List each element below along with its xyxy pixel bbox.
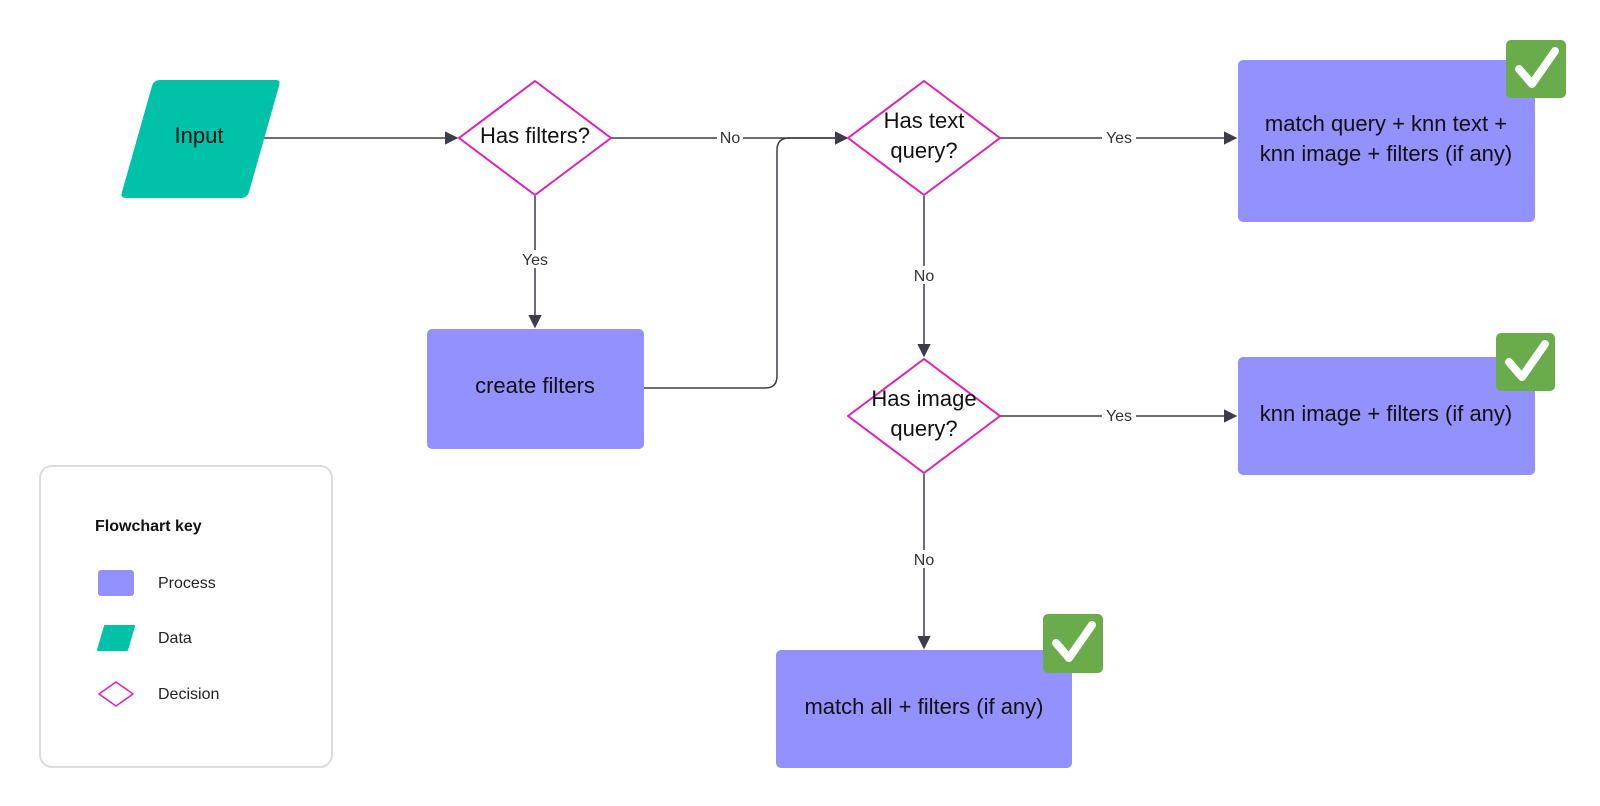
label-filters-no: No <box>720 130 741 147</box>
key-process-label: Process <box>158 575 216 592</box>
label-image-yes: Yes <box>1106 408 1132 425</box>
key-data-swatch <box>97 625 135 651</box>
input-label: Input <box>175 123 224 148</box>
knn-image-filters-process[interactable]: knn image + filters (if any) <box>1238 357 1535 475</box>
label-image-no: No <box>914 552 935 569</box>
key-process-swatch <box>98 570 134 596</box>
input-node[interactable]: Input <box>121 80 280 198</box>
label-text-no: No <box>914 268 935 285</box>
has-filters-label: Has filters? <box>480 123 590 148</box>
edge-labels: No Yes Yes No Yes No <box>518 128 1136 569</box>
flowchart-key: Flowchart key Process Data Decision <box>39 465 333 768</box>
checkmark-icon <box>1496 333 1555 391</box>
key-title: Flowchart key <box>95 518 202 535</box>
has-text-query-decision[interactable]: Has text query? <box>847 80 1001 196</box>
label-filters-yes: Yes <box>522 252 548 269</box>
match-query-knn-line-1: match query + knn text + <box>1265 111 1507 136</box>
has-image-query-line-1: Has image <box>871 386 976 411</box>
checkmark-icon <box>1043 614 1103 673</box>
key-decision-swatch <box>98 681 134 707</box>
match-query-knn-line-2: knn image + filters (if any) <box>1260 141 1512 166</box>
key-decision-label: Decision <box>158 686 219 703</box>
create-filters-process[interactable]: create filters <box>427 329 644 449</box>
key-data-label: Data <box>158 630 192 647</box>
has-image-query-line-2: query? <box>890 416 957 441</box>
has-text-query-line-1: Has text <box>884 108 965 133</box>
has-image-query-decision[interactable]: Has image query? <box>847 358 1001 474</box>
label-text-yes: Yes <box>1106 130 1132 147</box>
has-filters-decision[interactable]: Has filters? <box>458 80 612 196</box>
create-filters-label: create filters <box>475 373 595 398</box>
match-query-knn-process[interactable]: match query + knn text + knn image + fil… <box>1238 60 1535 222</box>
match-all-filters-process[interactable]: match all + filters (if any) <box>776 650 1072 768</box>
edge-create-filters-to-has-text <box>644 131 849 389</box>
has-text-query-line-2: query? <box>890 138 957 163</box>
checkmark-icon <box>1506 40 1566 98</box>
knn-image-filters-label: knn image + filters (if any) <box>1260 401 1512 426</box>
match-all-filters-label: match all + filters (if any) <box>804 694 1043 719</box>
edges <box>258 131 1238 650</box>
